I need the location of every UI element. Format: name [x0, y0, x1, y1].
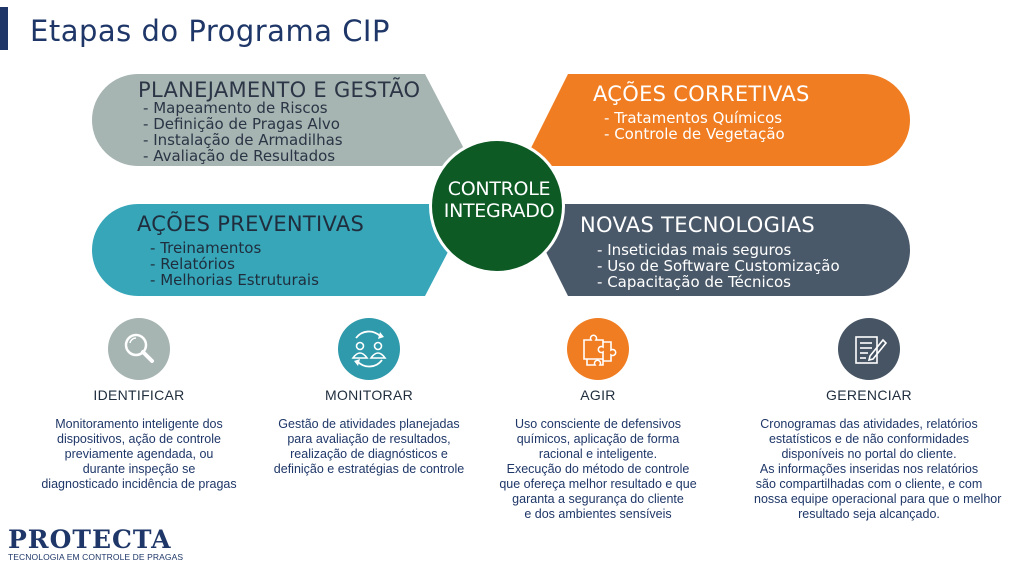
- step-desc-line: Execução do método de controle: [506, 462, 690, 476]
- step-agir: AGIR Uso consciente de defensivos químic…: [483, 318, 713, 522]
- step-desc-line: As informações inseridas nos relatórios: [759, 462, 979, 476]
- panel-items: Tratamentos Químicos Controle de Vegetaç…: [604, 110, 785, 142]
- step-desc-line: Monitoramento inteligente dos: [55, 417, 223, 431]
- panel-item: Tratamentos Químicos: [604, 110, 785, 126]
- panel-item: Controle de Vegetação: [604, 126, 785, 142]
- document-pen-icon: [855, 336, 888, 364]
- panel-item: Instalação de Armadilhas: [143, 132, 342, 148]
- step-desc-line: Cronogramas das atividades, relatórios: [760, 417, 978, 431]
- people-cycle-icon: [351, 330, 387, 368]
- step-title: AGIR: [580, 387, 616, 403]
- step-circle: [338, 318, 400, 380]
- step-desc-line: Uso consciente de defensivos: [514, 417, 682, 431]
- panel-title: AÇÕES CORRETIVAS: [593, 82, 810, 106]
- panel-item: Inseticidas mais seguros: [597, 242, 840, 258]
- page-title: Etapas do Programa CIP: [30, 14, 390, 48]
- panel-item: Melhorias Estruturais: [150, 272, 319, 288]
- panel-item: Treinamentos: [150, 240, 319, 256]
- logo-tagline: TECNOLOGIA EM CONTROLE DE PRAGAS: [8, 552, 184, 562]
- step-desc-line: garanta a segurança do cliente: [512, 492, 684, 506]
- center-line-1: CONTROLE: [447, 178, 551, 200]
- step-desc-line: racional e inteligente.: [538, 447, 658, 461]
- step-desc-line: diagnosticado incidência de pragas: [41, 477, 237, 491]
- step-title: GERENCIAR: [826, 387, 912, 403]
- step-description: Cronogramas das atividades, relatórios e…: [754, 417, 1002, 522]
- step-desc-line: nossa equipe operacional para que o melh…: [754, 492, 1002, 506]
- panel-items: Mapeamento de Riscos Definição de Pragas…: [143, 100, 343, 164]
- step-desc-line: são compartilhadas com o cliente, e com: [755, 477, 983, 491]
- logo-name: PROTECTA: [8, 525, 172, 554]
- step-desc-line: durante inspeção se: [82, 462, 196, 476]
- step-monitorar: MONITORAR Gestão de atividades planejada…: [254, 318, 484, 477]
- center-label: CONTROLE INTEGRADO: [430, 178, 568, 222]
- panel-items: Inseticidas mais seguros Uso de Software…: [597, 242, 840, 290]
- step-identificar: IDENTIFICAR Monitoramento inteligente do…: [24, 318, 254, 492]
- step-desc-line: resultado seja alcançado.: [798, 507, 940, 521]
- panel-item: Uso de Software Customização: [597, 258, 839, 274]
- magnifier-icon: [124, 333, 154, 363]
- title-accent-bar: [0, 7, 8, 50]
- panel-items: Treinamentos Relatórios Melhorias Estrut…: [150, 240, 319, 288]
- step-desc-line: que ofereça melhor resultado e que: [499, 477, 697, 491]
- step-circle: [567, 318, 629, 380]
- step-circle: [838, 318, 900, 380]
- panel-item: Definição de Pragas Alvo: [143, 116, 343, 132]
- step-desc-line: para avaliação de resultados,: [287, 432, 451, 446]
- step-title: IDENTIFICAR: [93, 387, 185, 403]
- step-gerenciar: GERENCIAR Cronogramas das atividades, re…: [754, 318, 1002, 522]
- step-description: Uso consciente de defensivos químicos, a…: [483, 417, 713, 522]
- step-description: Monitoramento inteligente dos dispositiv…: [24, 417, 254, 492]
- panel-title: PLANEJAMENTO E GESTÃO: [138, 78, 421, 102]
- panel-item: Mapeamento de Riscos: [143, 100, 343, 116]
- panel-title: NOVAS TECNOLOGIAS: [580, 213, 816, 237]
- step-desc-line: realização de diagnósticos e: [290, 447, 448, 461]
- step-desc-line: dispositivos, ação de controle: [57, 432, 221, 446]
- step-desc-line: e dos ambientes sensíveis: [524, 507, 672, 521]
- step-circle: [108, 318, 170, 380]
- panel-item: Capacitação de Técnicos: [597, 274, 840, 290]
- panel-title: AÇÕES PREVENTIVAS: [137, 212, 365, 236]
- step-desc-line: definição e estratégias de controle: [273, 462, 465, 476]
- panel-item: Relatórios: [150, 256, 319, 272]
- step-desc-line: químicos, aplicação de forma: [516, 432, 680, 446]
- step-desc-line: estatísticos e de não conformidades: [768, 432, 970, 446]
- step-desc-line: Gestão de atividades planejadas: [278, 417, 460, 431]
- puzzle-icon: [583, 334, 617, 366]
- protecta-logo: PROTECTA TECNOLOGIA EM CONTROLE DE PRAGA…: [8, 525, 184, 563]
- panel-item: Avaliação de Resultados: [143, 148, 343, 164]
- step-desc-line: previamente agendada, ou: [64, 447, 214, 461]
- step-desc-line: disponíveis no portal do cliente.: [781, 447, 957, 461]
- step-title: MONITORAR: [325, 387, 413, 403]
- center-line-2: INTEGRADO: [443, 200, 555, 222]
- step-description: Gestão de atividades planejadas para ava…: [254, 417, 484, 477]
